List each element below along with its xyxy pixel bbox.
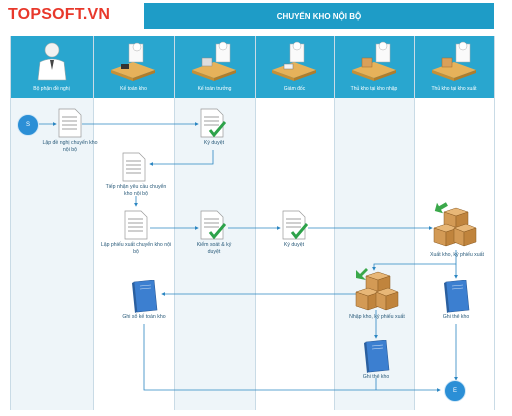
lane-divider (174, 36, 175, 410)
chief-accountant-icon (192, 41, 236, 81)
role-label-requester: Bộ phận đề nghị (33, 86, 70, 92)
boxes-import-icon (355, 268, 399, 311)
ledger-book-icon (364, 340, 390, 373)
step-request-label: Lập đề nghị chuyển kho nội bộ (42, 140, 98, 153)
step-export-label: Xuất kho, ký phiếu xuất (430, 252, 484, 258)
ledger-book-icon (444, 280, 470, 313)
document-check-icon (200, 108, 226, 138)
step-ledger-label: Ghi sổ kế toán kho (122, 314, 166, 320)
step-receive-label: Tiếp nhận yêu cầu chuyển kho nội bộ (105, 184, 167, 197)
document-icon (122, 152, 146, 182)
role-label-import-storekeeper: Thủ kho tại kho nhập (350, 86, 398, 92)
lane-divider (93, 36, 94, 410)
role-label-director: Giám đốc (283, 86, 306, 92)
role-label-export-storekeeper: Thủ kho tại kho xuất (431, 86, 477, 92)
lane-divider (414, 36, 415, 410)
step-card-import-label: Ghi thẻ kho (362, 374, 390, 380)
start-node: S (17, 114, 39, 136)
role-label-chief-accountant: Kế toán trưởng (197, 86, 232, 92)
lane-divider (10, 36, 11, 410)
step-approve1-label: Ký duyệt (203, 140, 225, 146)
lane-bg-4 (255, 98, 334, 410)
step-card-export-label: Ghi thẻ kho (442, 314, 470, 320)
lane-bg-6 (414, 98, 494, 410)
lanes-header (10, 36, 494, 98)
document-check-icon (282, 210, 308, 240)
step-check-sign-label: Kiểm soát & ký duyệt (196, 242, 232, 255)
lane-bg-2 (93, 98, 174, 410)
ledger-book-icon (132, 280, 158, 313)
storekeeper-import-icon (352, 41, 396, 81)
boxes-export-icon (433, 202, 477, 247)
diagram-title: CHUYỂN KHO NỘI BỘ (144, 3, 494, 29)
lane-bg-3 (174, 98, 255, 410)
storekeeper-export-icon (432, 41, 476, 81)
lane-bg-1 (10, 98, 93, 410)
desk-worker-icon (111, 42, 155, 81)
document-icon (58, 108, 82, 138)
step-create-slip-label: Lập phiếu xuất chuyển kho nội bộ (100, 242, 172, 255)
lane-divider (494, 36, 495, 410)
role-label-warehouse-accountant: Kế toán kho (120, 86, 147, 92)
director-icon (272, 41, 316, 81)
brand-logo: TOPSOFT.VN (8, 6, 111, 23)
document-check-icon (200, 210, 226, 240)
lane-divider (334, 36, 335, 410)
end-node: E (444, 380, 466, 402)
document-icon (124, 210, 148, 240)
step-approve2-label: Ký duyệt (283, 242, 305, 248)
step-import-label: Nhập kho, ký phiếu xuất (349, 314, 405, 320)
lane-divider (255, 36, 256, 410)
person-icon (37, 42, 67, 81)
